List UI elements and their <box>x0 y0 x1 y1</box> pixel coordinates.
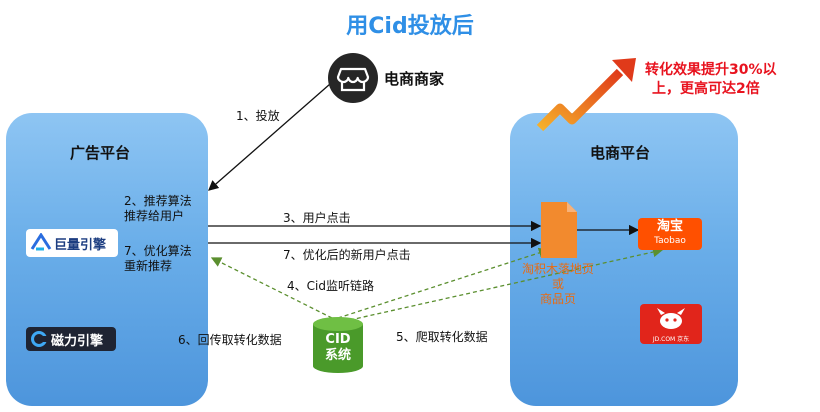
arrow-step-1 <box>208 83 331 191</box>
step-7-left-line1: 7、优化算法 <box>124 244 192 258</box>
jd-logo-text: JD.COM 京东 <box>652 336 690 343</box>
growth-arrow-icon <box>536 68 624 132</box>
cid-system-line2: 系统 <box>324 348 351 363</box>
taobao-logo-cn: 淘宝 <box>656 219 683 234</box>
ecom-platform-panel <box>510 113 738 406</box>
step-7-arrow-label: 7、优化后的新用户点击 <box>283 248 411 262</box>
jd-dog-icon <box>657 308 685 329</box>
dashed-cid-monitor <box>210 257 333 319</box>
step-5-label: 5、爬取转化数据 <box>396 330 488 344</box>
landing-page-line1: 淘积木落地页 <box>521 262 594 276</box>
juliang-logo: 巨量引擎 <box>26 229 118 257</box>
landing-page-line3: 商品页 <box>539 292 576 306</box>
step-3-label: 3、用户点击 <box>283 211 351 225</box>
diagram-title: 用Cid投放后 <box>346 14 474 39</box>
juliang-icon <box>30 233 52 251</box>
step-2-label-line2: 推荐给用户 <box>124 209 185 223</box>
cid-cylinder-icon <box>313 317 363 373</box>
growth-note-line2: 上，更高可达2倍 <box>652 81 760 97</box>
ad-platform-title: 广告平台 <box>70 144 131 162</box>
cili-logo-text: 磁力引擎 <box>51 333 104 349</box>
ad-platform-panel <box>6 113 208 406</box>
cili-logo: 磁力引擎 <box>26 327 116 351</box>
cili-icon <box>31 331 47 347</box>
dashed-cid-to-landing <box>337 247 550 319</box>
juliang-logo-text: 巨量引擎 <box>54 237 107 253</box>
jd-logo: JD.COM 京东 <box>640 304 702 344</box>
cid-system-line1: CID <box>325 332 351 347</box>
merchant-label: 电商商家 <box>384 70 445 88</box>
growth-note-line1: 转化效果提升30%以 <box>645 62 777 78</box>
dashed-cid-to-taobao <box>349 246 664 321</box>
step-7-left-line2: 重新推荐 <box>124 259 173 273</box>
ecom-platform-title: 电商平台 <box>590 144 651 162</box>
store-icon <box>328 53 378 103</box>
step-1-label: 1、投放 <box>236 109 280 123</box>
step-2-label-line1: 2、推荐算法 <box>124 194 192 208</box>
landing-page-line2: 或 <box>551 277 564 291</box>
taobao-logo: 淘宝 Taobao <box>638 218 702 250</box>
step-4-label: 4、Cid监听链路 <box>287 279 374 293</box>
step-6-label: 6、回传取转化数据 <box>178 333 282 347</box>
taobao-logo-en: Taobao <box>654 236 686 246</box>
landing-page-icon <box>541 202 577 258</box>
